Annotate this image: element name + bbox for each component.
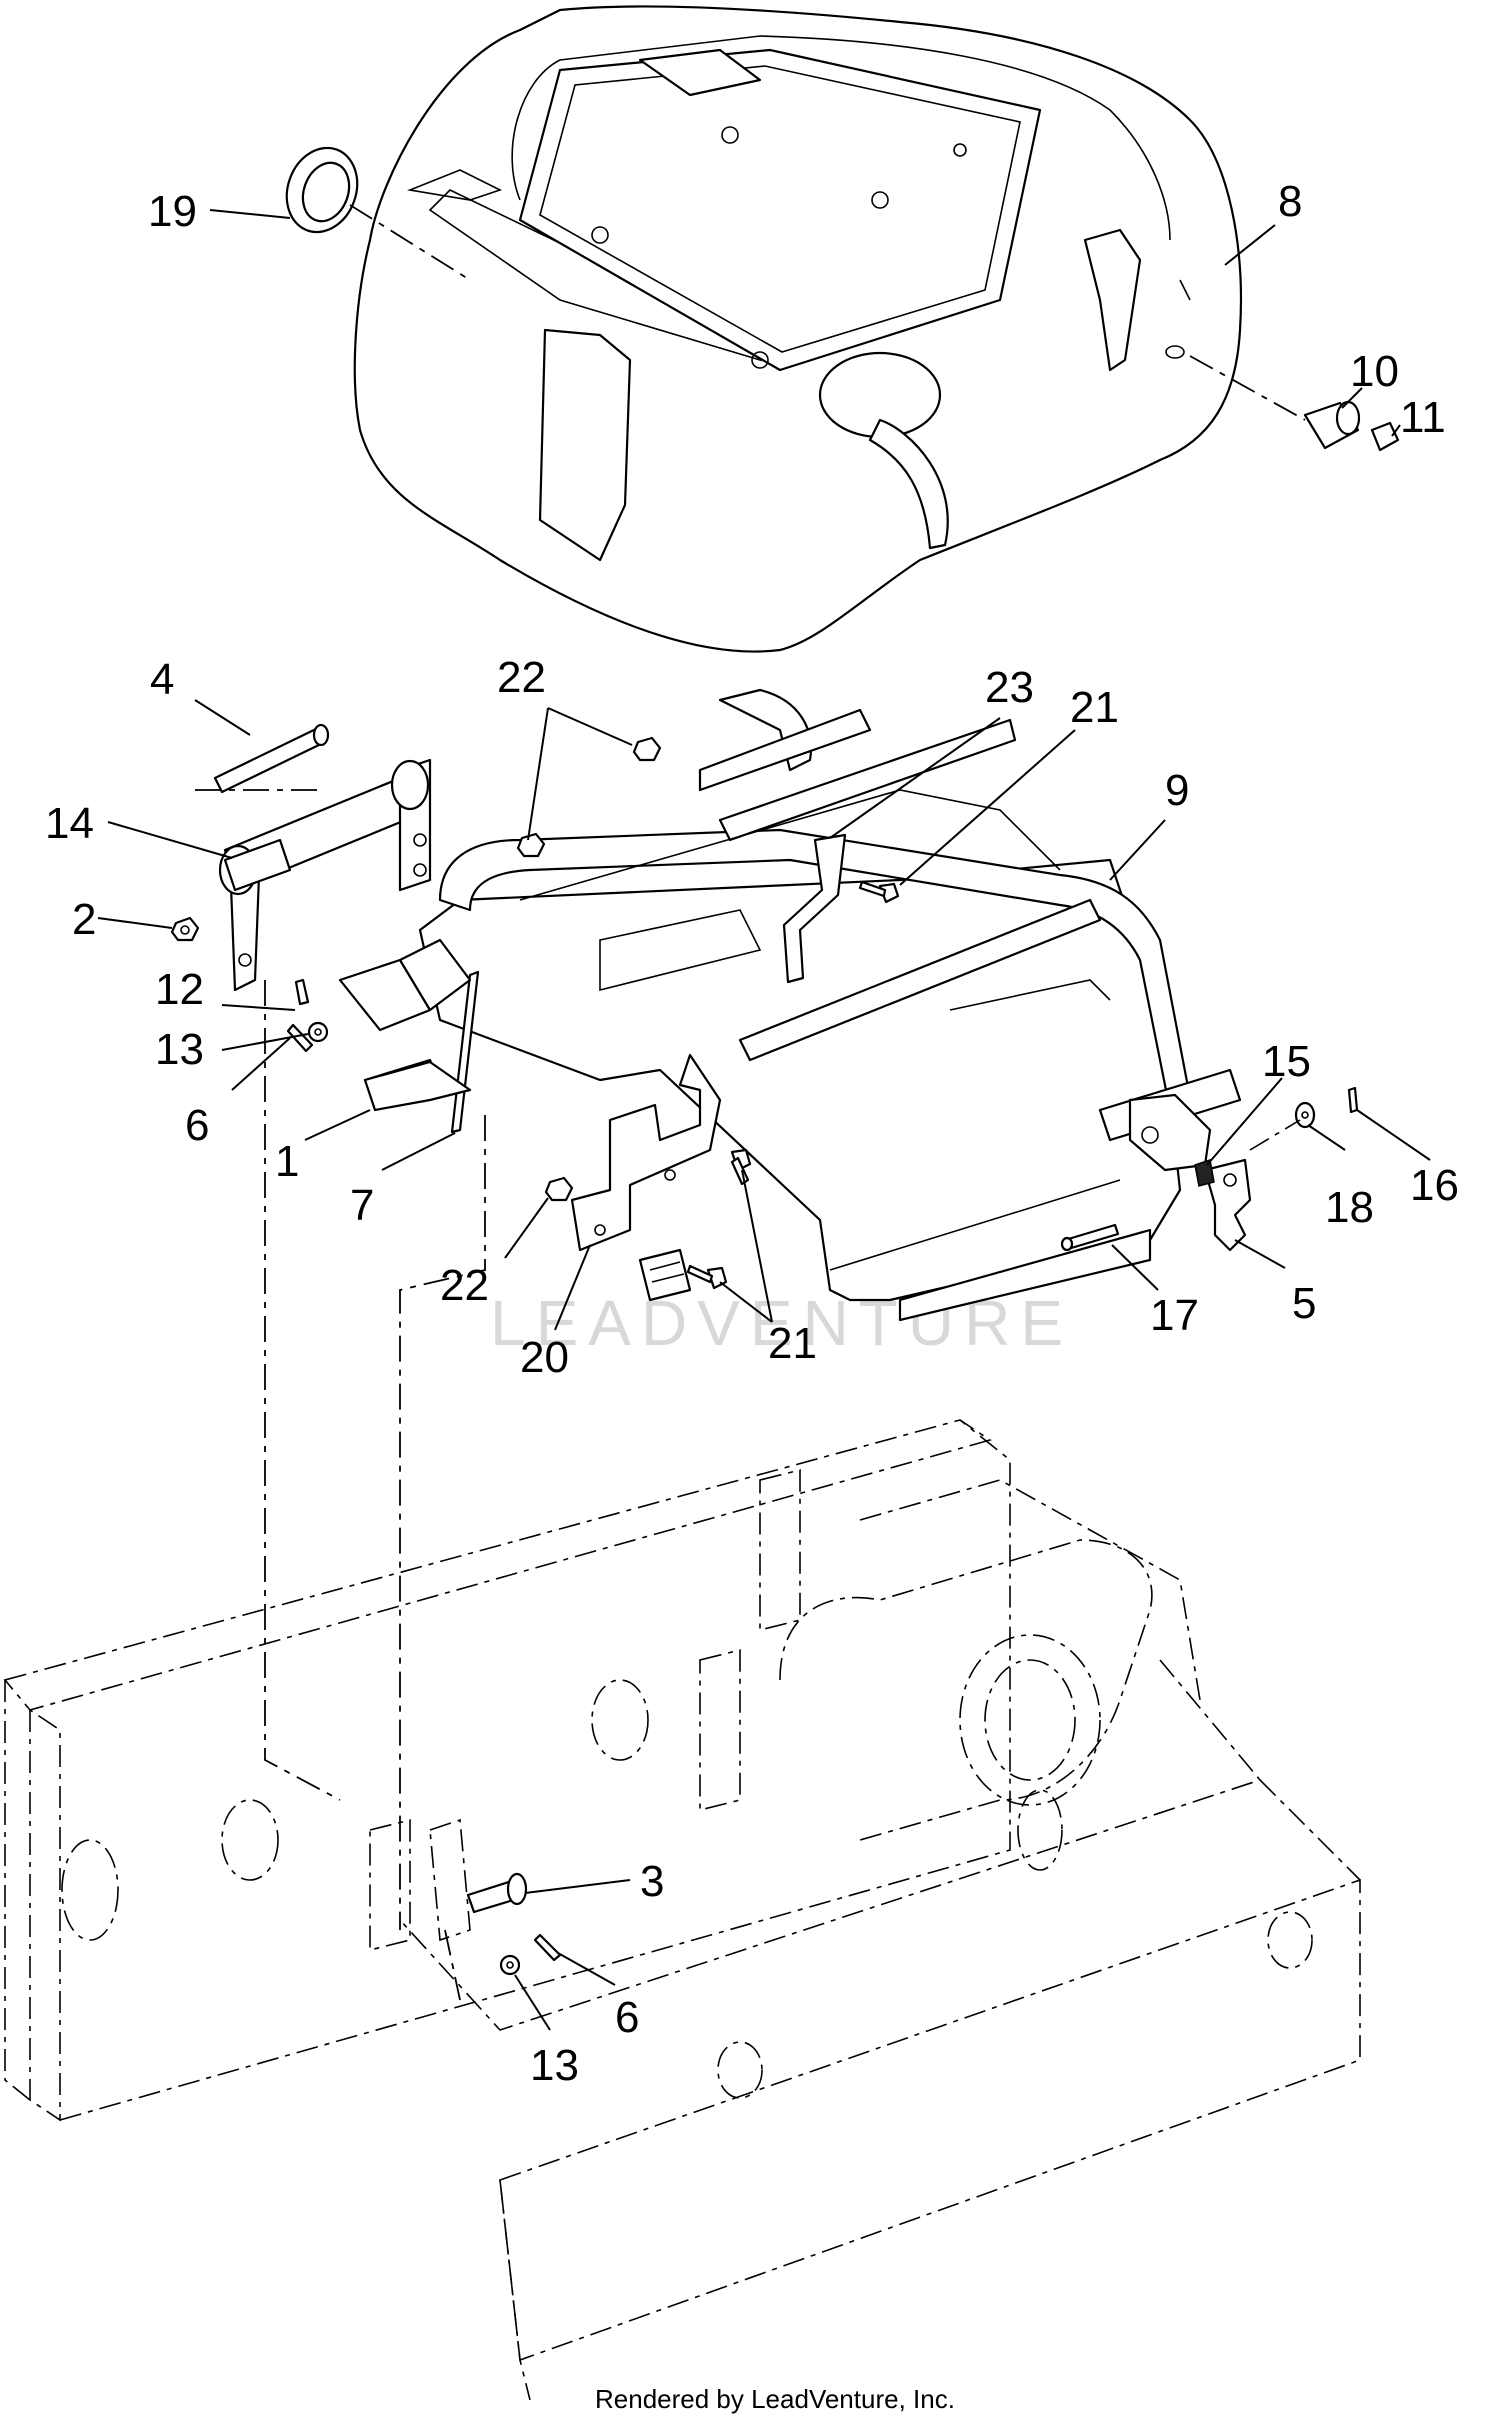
pin-part-17: [1060, 1223, 1120, 1252]
cotter-part-16: [1347, 1086, 1359, 1114]
callout-5: 5: [1292, 1279, 1316, 1328]
knob-part-10: [1189, 355, 1361, 450]
callout-16: 16: [1410, 1161, 1459, 1210]
latch-axis-line: [1249, 1119, 1301, 1151]
callout-21-bottom: 21: [768, 1319, 817, 1368]
bolt-part-21-lower-b: [686, 1264, 728, 1290]
latch-part-5: [1128, 1093, 1252, 1252]
callout-23: 23: [985, 663, 1034, 712]
callout-21-top: 21: [1070, 683, 1119, 732]
callout-4: 4: [150, 655, 174, 704]
cap-part-11: [1370, 421, 1400, 452]
pin-part-4: [195, 723, 330, 794]
callout-22-top: 22: [497, 653, 546, 702]
callout-18: 18: [1325, 1183, 1374, 1232]
callout-2: 2: [72, 895, 96, 944]
footer-credit: Rendered by LeadVenture, Inc.: [595, 2384, 955, 2414]
clip-part-6-upper: [286, 1023, 314, 1053]
callout-19: 19: [148, 187, 197, 236]
phantom-frame: [3, 980, 1361, 2401]
callout-7: 7: [350, 1181, 374, 1230]
washer-part-13-lower: [499, 1954, 521, 1976]
callout-13-bottom: 13: [530, 2041, 579, 2090]
nut-part-22-lower: [544, 1176, 574, 1202]
bracket-part-23: [782, 833, 847, 984]
cotter-pin-part-12: [294, 978, 310, 1006]
callout-labels: 19 8 10 11 4 22 23 21 9 14 2 12 13 6 1 7…: [45, 177, 1459, 2090]
switch-component: [638, 1248, 692, 1302]
callout-1: 1: [275, 1137, 299, 1186]
callout-20: 20: [520, 1333, 569, 1382]
grommet-part-19: [285, 146, 471, 281]
callout-10: 10: [1350, 347, 1399, 396]
clevis-pin-part-3: [466, 1872, 528, 1914]
bolt-part-21-lower-a: [730, 1148, 752, 1186]
spring-part-15: [1194, 1159, 1215, 1187]
callout-15: 15: [1262, 1037, 1311, 1086]
switch-bracket-part-20: [570, 1053, 722, 1252]
callout-14: 14: [45, 799, 94, 848]
callout-9: 9: [1165, 766, 1189, 815]
callout-13-top: 13: [155, 1025, 204, 1074]
washer-part-18: [1294, 1101, 1316, 1129]
callout-6-top: 6: [185, 1101, 209, 1150]
seat-frame-part-9: [418, 688, 1242, 1322]
callout-17: 17: [1150, 1291, 1199, 1340]
washer-part-13-upper: [307, 1021, 329, 1043]
callout-3: 3: [640, 1857, 664, 1906]
plate-part-1: [363, 1060, 472, 1112]
callout-12: 12: [155, 965, 204, 1014]
bolt-part-21-upper: [858, 880, 900, 904]
callout-22-bottom: 22: [440, 1261, 489, 1310]
callout-6-bottom: 6: [615, 1993, 639, 2042]
hinge-bracket-part-14: [218, 758, 432, 992]
callout-8: 8: [1278, 177, 1302, 226]
nut-part-22-upper: [516, 736, 662, 858]
leader-lines: [97, 209, 1431, 2031]
clip-part-6-lower: [533, 1933, 562, 1962]
callout-11: 11: [1400, 393, 1446, 442]
nut-part-2: [170, 916, 200, 942]
seat-pan-shell: [353, 5, 1243, 653]
